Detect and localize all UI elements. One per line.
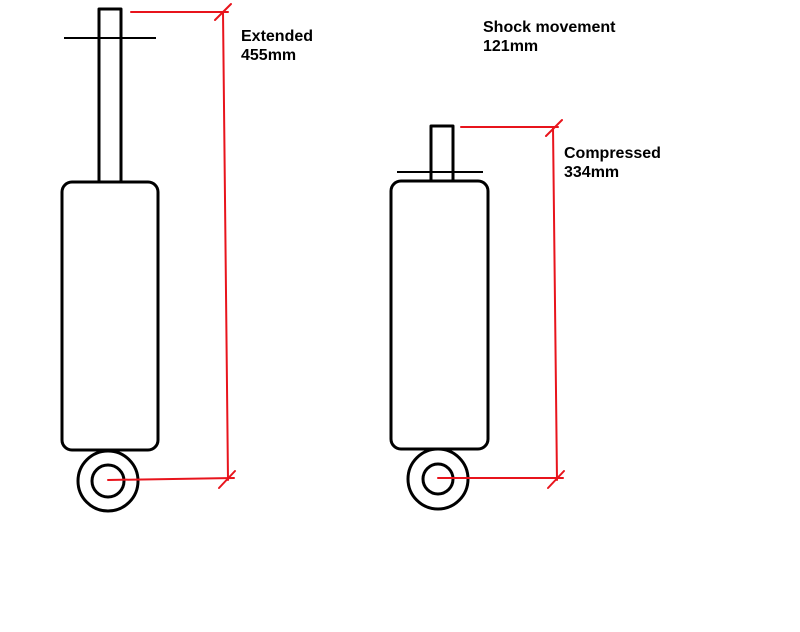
compressed-label-title: Compressed xyxy=(564,145,661,162)
compressed-shock-body xyxy=(389,179,490,451)
compressed-dimension xyxy=(437,119,565,489)
extended-shock xyxy=(60,7,160,513)
extended-shock-rod xyxy=(97,7,123,185)
compressed-dimension-bottom-tick xyxy=(547,470,565,489)
compressed-label-value: 334mm xyxy=(564,164,620,181)
compressed-dimension-line xyxy=(552,126,558,481)
extended-shock-body xyxy=(60,180,160,452)
compressed-shock-rod xyxy=(429,124,455,186)
extended-dimension-bottom-leader xyxy=(107,477,235,481)
shock-movement-label: Shock movement 121mm xyxy=(483,18,615,56)
extended-dimension-line xyxy=(222,11,229,481)
shock-movement-label-value: 121mm xyxy=(483,38,539,55)
compressed-label: Compressed 334mm xyxy=(564,144,661,182)
extended-shock-eye-inner xyxy=(90,463,126,499)
compressed-dimension-top-tick xyxy=(545,119,563,137)
shock-movement-label-title: Shock movement xyxy=(483,19,616,36)
extended-dimension-bottom-tick xyxy=(218,470,236,489)
extended-dimension-top-tick xyxy=(214,3,232,21)
extended-dimension xyxy=(107,3,236,489)
extended-label-value: 455mm xyxy=(241,47,297,64)
extended-label-title: Extended xyxy=(241,28,314,45)
compressed-shock xyxy=(389,124,490,511)
extended-label: Extended 455mm xyxy=(241,27,313,65)
